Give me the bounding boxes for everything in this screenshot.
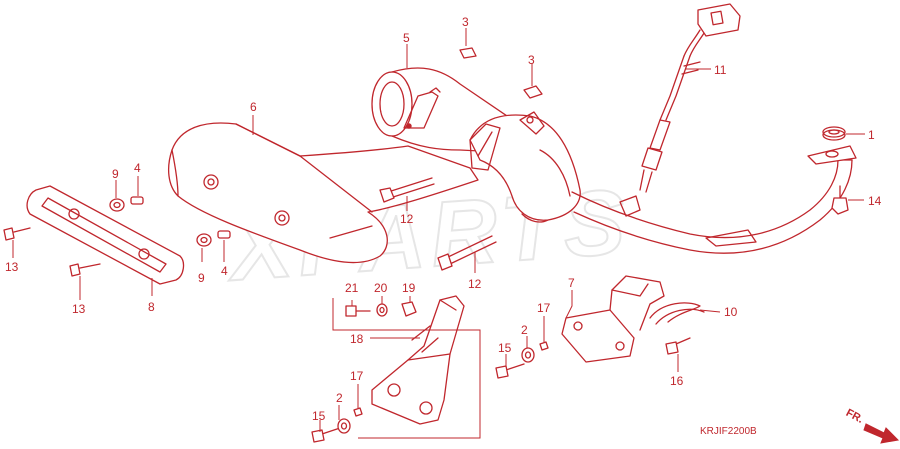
callout-9-upper: 9 [112,167,119,181]
front-direction-label: FR. [844,407,865,426]
callout-18: 18 [350,332,364,346]
callout-17-right: 17 [537,301,551,315]
callout-15-lower: 15 [312,409,326,423]
bolt-part-14 [831,185,849,215]
callout-20: 20 [374,281,388,295]
callout-14: 14 [868,194,882,208]
grommet-part-9-lower [196,233,212,247]
callout-11: 11 [714,63,727,77]
nut-part-3-top [459,47,477,59]
front-direction-indicator: FR. [844,407,900,444]
diagram-code: KRJIF2200B [700,426,757,437]
callout-5: 5 [403,31,410,45]
muffler-body [371,67,511,153]
callout-10: 10 [724,305,738,319]
bracket-part-18 [371,295,465,425]
bolt-part-15-right [495,363,525,379]
callout-1: 1 [868,128,875,142]
clip-part-10 [649,302,705,325]
nut-part-3-lower [523,85,543,99]
callout-4-lower: 4 [221,264,228,278]
muffler-chamber [469,111,581,223]
collar-part-2-lower [337,418,351,434]
exhaust-pipe [571,145,857,254]
callout-6: 6 [250,100,257,114]
washer-part-20 [376,303,388,317]
collar-part-4-upper [130,196,144,205]
front-arrow-icon [863,423,900,444]
nut-part-19 [401,301,417,317]
collar-part-4-lower [217,230,231,239]
callout-21: 21 [345,281,359,295]
callout-17-lower: 17 [350,369,364,383]
callout-9-lower: 9 [198,271,205,285]
callout-labels: 1 2 2 3 3 4 4 5 6 7 8 9 9 10 11 12 12 13… [5,15,882,423]
bolt-part-13-left [3,227,31,241]
bolt-part-16 [665,337,691,355]
shield-cover-part-8 [26,185,185,285]
heat-shield [167,122,479,264]
callout-12-lower: 12 [468,277,482,291]
bolt-part-15-lower [311,427,341,443]
callout-2-lower: 2 [336,391,343,405]
bolt-part-13-lower [69,263,101,277]
grommet-part-17-right [539,341,549,351]
callout-8: 8 [148,300,155,314]
callout-19: 19 [402,281,416,295]
leader-lines [12,28,865,439]
callout-13-lower: 13 [72,302,86,316]
callout-3-top: 3 [462,15,469,29]
gasket-part-1 [822,126,846,141]
bracket-part-7 [561,275,665,363]
callout-4-upper: 4 [134,161,141,175]
bolt-part-21 [345,305,371,317]
callout-13-left: 13 [5,260,19,274]
grommet-part-9-upper [109,198,125,212]
collar-part-2-right [521,347,535,363]
callout-15-right: 15 [498,341,512,355]
callout-16: 16 [670,374,684,388]
bolt-part-12-upper [379,177,435,203]
callout-3-lower: 3 [528,53,535,67]
callout-12-upper: 12 [400,212,414,226]
o2-sensor-part-11 [639,3,741,193]
grommet-part-17-lower [353,407,363,417]
bolt-part-12-lower [437,235,497,271]
callout-7: 7 [568,276,575,290]
callout-2-right: 2 [521,323,528,337]
